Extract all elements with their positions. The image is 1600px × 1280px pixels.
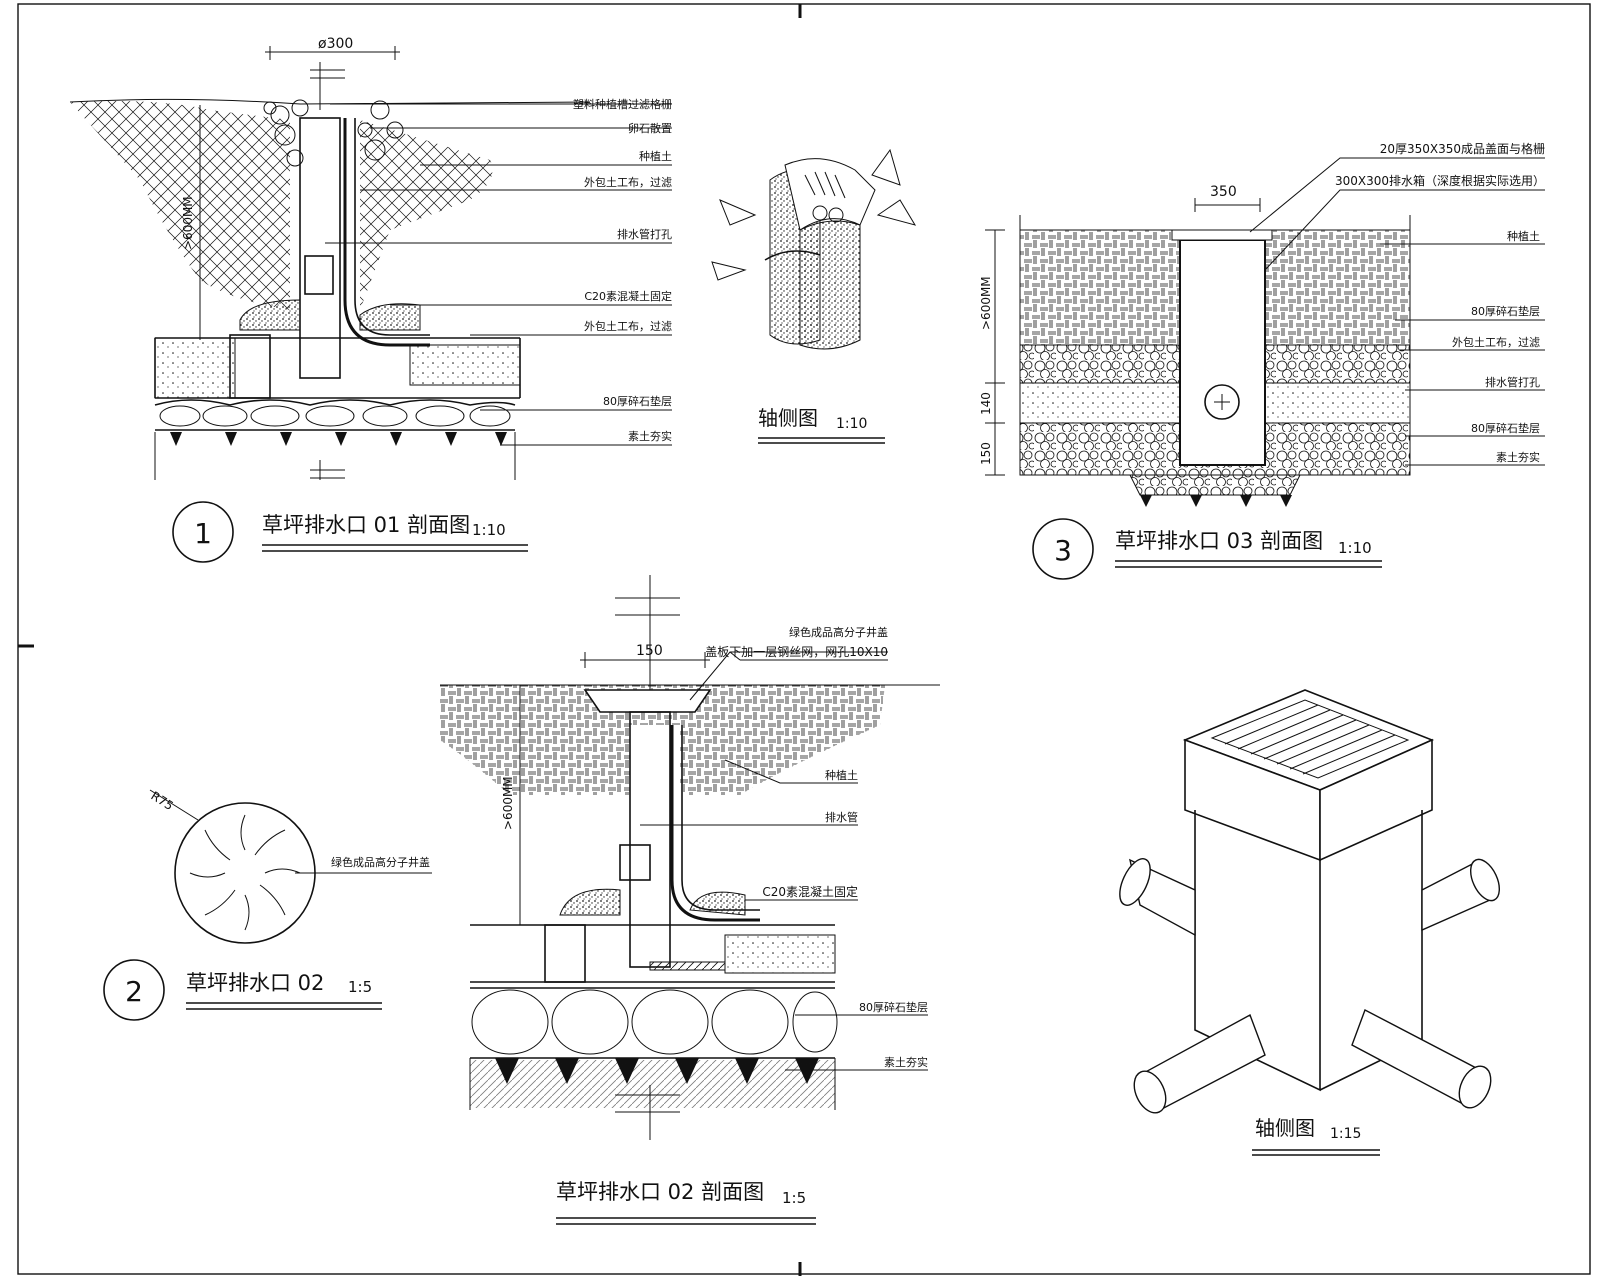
- d2-number-circle: [103, 959, 165, 1021]
- d1-callout-6: 外包土工布，过滤: [584, 320, 672, 333]
- s2-callout-2: 种植土: [825, 768, 858, 782]
- detail-3-section: 350 >600MM 140 150 20厚350X350成品盖面与格栅 300…: [979, 141, 1545, 580]
- d3-dim-top: 350: [1210, 184, 1237, 200]
- s2-callout-0: 绿色成品高分子井盖: [789, 625, 888, 639]
- d3-dim-140: 140: [979, 392, 993, 415]
- axonometric-1: 轴侧图 1:10: [711, 148, 917, 444]
- d2-title: 草坪排水口 02: [186, 971, 324, 995]
- d1-callout-7: 80厚碎石垫层: [603, 394, 672, 408]
- d1-callout-3: 外包土工布，过滤: [584, 176, 672, 189]
- d1-number-circle: [172, 501, 234, 563]
- s2-callout-6: 素土夯实: [884, 1055, 928, 1069]
- d1-callout-0: 塑料种植槽过滤格栅: [573, 97, 672, 111]
- d1-scale: 1:10: [472, 521, 506, 539]
- d2-scale: 1:5: [348, 978, 372, 996]
- s2-callout-5: 80厚碎石垫层: [859, 1000, 928, 1014]
- center-marks: [18, 4, 802, 1276]
- d3-callout-0: 种植土: [1507, 229, 1540, 243]
- axo1-title: 轴侧图: [758, 406, 818, 430]
- section-2: 150 >600MM 绿色成品高分子井盖 盖板下加一层钢丝网，网孔10X10 种…: [440, 575, 940, 1225]
- d3-number-circle: [1032, 518, 1094, 580]
- axonometric-3: 轴侧图 1:15: [1119, 689, 1501, 1156]
- s2-scale: 1:5: [782, 1189, 806, 1207]
- d1-callout-8: 素土夯实: [628, 429, 672, 443]
- axo3-title: 轴侧图: [1255, 1116, 1315, 1140]
- d3-number: 3: [1054, 534, 1072, 567]
- axo3-scale: 1:15: [1330, 1126, 1361, 1142]
- d1-callout-4: 排水管打孔: [617, 227, 672, 241]
- s2-callout-4: C20素混凝土固定: [762, 884, 858, 899]
- d1-callout-2: 种植土: [639, 149, 672, 163]
- d1-callout-5: C20素混凝土固定: [584, 289, 672, 303]
- d3-callout-5: 素土夯实: [1496, 450, 1540, 464]
- detail-2-plan: R75 绿色成品高分子井盖 2 草坪排水口 02 1:5: [103, 789, 432, 1021]
- detail-1-section: ø300 >600MM 塑料种植槽过滤格栅 卵石散置 种植土 外包土工布，过滤 …: [69, 36, 672, 563]
- d1-title: 草坪排水口 01 剖面图: [262, 513, 470, 537]
- d3-callout-2: 外包土工布，过滤: [1452, 336, 1540, 349]
- d3-callout-1: 80厚碎石垫层: [1471, 304, 1540, 318]
- d3-callout-top-0: 20厚350X350成品盖面与格栅: [1380, 141, 1545, 156]
- d3-dim-depth: >600MM: [979, 276, 993, 330]
- d2-cover-label: 绿色成品高分子井盖: [331, 855, 430, 869]
- s2-dim-depth: >600MM: [501, 776, 515, 830]
- sheet-border: [17, 3, 1591, 1275]
- d2-number: 2: [125, 975, 143, 1008]
- d1-dim-top: ø300: [318, 36, 353, 52]
- d3-callout-4: 80厚碎石垫层: [1471, 421, 1540, 435]
- s2-callout-1: 盖板下加一层钢丝网，网孔10X10: [705, 645, 888, 659]
- s2-title: 草坪排水口 02 剖面图: [556, 1180, 764, 1204]
- d1-dim-depth: >600MM: [181, 196, 195, 250]
- d3-scale: 1:10: [1338, 539, 1372, 557]
- d1-number: 1: [194, 517, 212, 550]
- d3-title: 草坪排水口 03 剖面图: [1115, 529, 1323, 553]
- axo1-scale: 1:10: [836, 416, 867, 432]
- d1-callout-1: 卵石散置: [628, 121, 672, 135]
- s2-dim-top: 150: [636, 643, 663, 659]
- d3-callout-3: 排水管打孔: [1485, 375, 1540, 389]
- d2-radius: R75: [148, 789, 175, 813]
- d3-dim-150: 150: [979, 442, 993, 465]
- s2-callout-3: 排水管: [825, 810, 858, 824]
- d3-callout-top-1: 300X300排水箱（深度根据实际选用）: [1335, 173, 1545, 188]
